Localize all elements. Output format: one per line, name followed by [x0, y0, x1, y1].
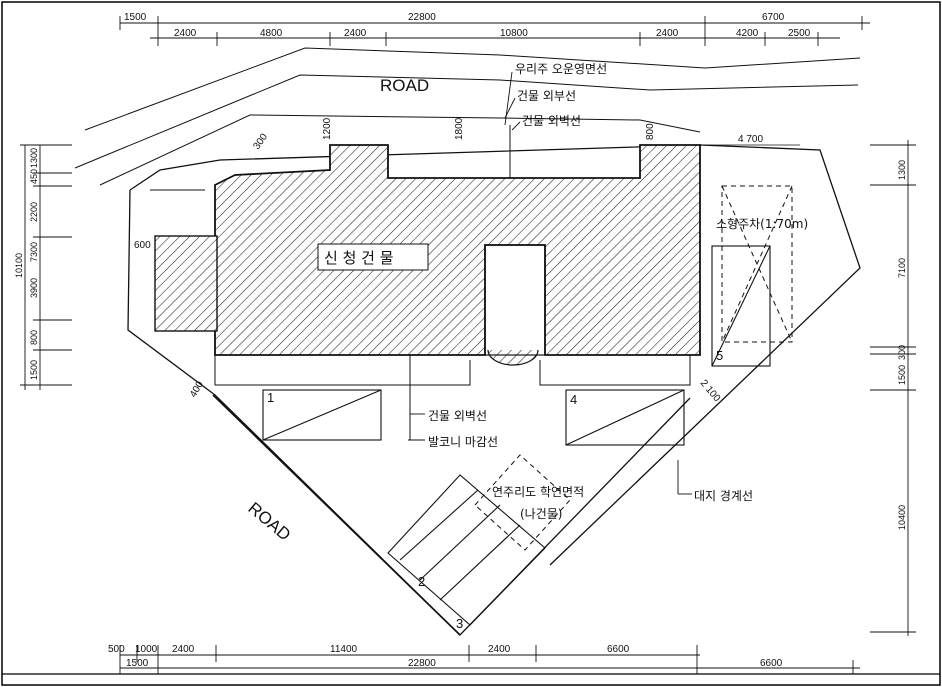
local-dim-3: 1800: [454, 117, 465, 140]
core-outline: [484, 244, 546, 356]
parking-number-2: 2: [418, 574, 425, 589]
right-dim-3: 300: [897, 345, 907, 360]
note-lower-1: 건물 외벽선: [428, 409, 487, 423]
right-dim-2: 7100: [897, 258, 907, 278]
right-dim-4: 1500: [897, 365, 907, 385]
note-parking-right: 소형주차(1:70m): [716, 217, 808, 231]
building-label: 신 청 건 물: [324, 249, 394, 267]
balcony-lines: [150, 125, 691, 440]
left-dimension-lines: [20, 144, 72, 390]
parking-stall-5-dashed: [721, 185, 793, 343]
left-dim-1: 1300: [29, 148, 39, 168]
parking-stall-4: [565, 389, 685, 446]
left-dim-2: 450: [29, 169, 39, 184]
left-dim-7: 800: [29, 330, 39, 345]
left-dim-8: 1500: [29, 360, 39, 380]
road-label-bottom: ROAD: [244, 499, 294, 545]
bottom-dimension-lines: [119, 645, 860, 674]
top-dim-seg-6: 4200: [736, 28, 759, 39]
note-leaders: [408, 71, 692, 495]
local-dim-5: 600: [134, 240, 151, 251]
right-dimension-lines: [870, 140, 916, 636]
local-dim-1: 300: [251, 131, 270, 151]
local-dim-2: 1200: [322, 117, 333, 140]
building-label-box: [317, 243, 429, 271]
bottom-dim-seg-2: 1000: [135, 644, 158, 655]
parking-number-1: 1: [267, 390, 274, 405]
left-dim-3: 2200: [29, 202, 39, 222]
bottom-dim-seg-4: 11400: [330, 644, 358, 655]
building-wing-left: [154, 235, 218, 332]
right-dim-5: 10400: [897, 505, 907, 530]
note-upper-3: 건물 외벽선: [522, 114, 581, 128]
parking-number-3: 3: [456, 616, 463, 631]
parking-stall-5: [711, 245, 771, 367]
note-lower-2: 발코니 마감선: [428, 435, 498, 449]
local-dim-8: 2 100: [698, 378, 723, 405]
bottom-dim-seg-6: 6600: [607, 644, 630, 655]
bottom-dim-overall-1: 1500: [126, 658, 149, 669]
bottom-dim-overall-2: 22800: [408, 658, 436, 669]
local-dim-4: 800: [645, 123, 656, 140]
parking-number-4: 4: [570, 392, 577, 407]
top-dim-seg-5: 2400: [656, 28, 679, 39]
parking-stall-2: [387, 474, 546, 626]
left-dim-6: 3900: [29, 278, 39, 298]
bottom-dim-seg-5: 2400: [488, 644, 511, 655]
note-boundary: 대지 경계선: [694, 489, 753, 503]
top-dim-seg-2: 4800: [260, 28, 283, 39]
right-dim-1: 1300: [897, 160, 907, 180]
parking-number-5: 5: [716, 348, 723, 363]
top-dim-overall-3: 6700: [762, 12, 785, 23]
bottom-dim-overall-3: 6600: [760, 658, 783, 669]
note-upper-2: 건물 외부선: [517, 89, 576, 103]
bottom-dim-seg-1: 500: [108, 644, 125, 655]
stair-bay: [487, 349, 539, 366]
local-dim-6: 400: [188, 379, 206, 399]
left-dim-4: 10100: [14, 253, 24, 278]
note-parking-mid-1: 연주리도 학연면적: [492, 485, 584, 499]
top-dim-seg-4: 10800: [500, 28, 528, 39]
top-dim-seg-1: 2400: [174, 28, 197, 39]
road-top-lines: [74, 47, 861, 186]
top-dim-seg-3: 2400: [344, 28, 367, 39]
parking-stall-1: [262, 389, 382, 441]
note-upper-1: 우리주 오운영면선: [515, 62, 607, 76]
road-label-top: ROAD: [380, 76, 429, 95]
building-footprint: [214, 144, 701, 356]
top-dim-overall-1: 1500: [124, 12, 147, 23]
top-dimension-lines: [119, 16, 870, 46]
left-dim-5: 7300: [29, 242, 39, 262]
bottom-dim-seg-3: 2400: [172, 644, 195, 655]
note-parking-mid-2: (나건물): [520, 507, 562, 521]
local-dim-7: 4 700: [738, 134, 763, 145]
top-dim-overall-2: 22800: [408, 12, 436, 23]
top-dim-seg-7: 2500: [788, 28, 811, 39]
